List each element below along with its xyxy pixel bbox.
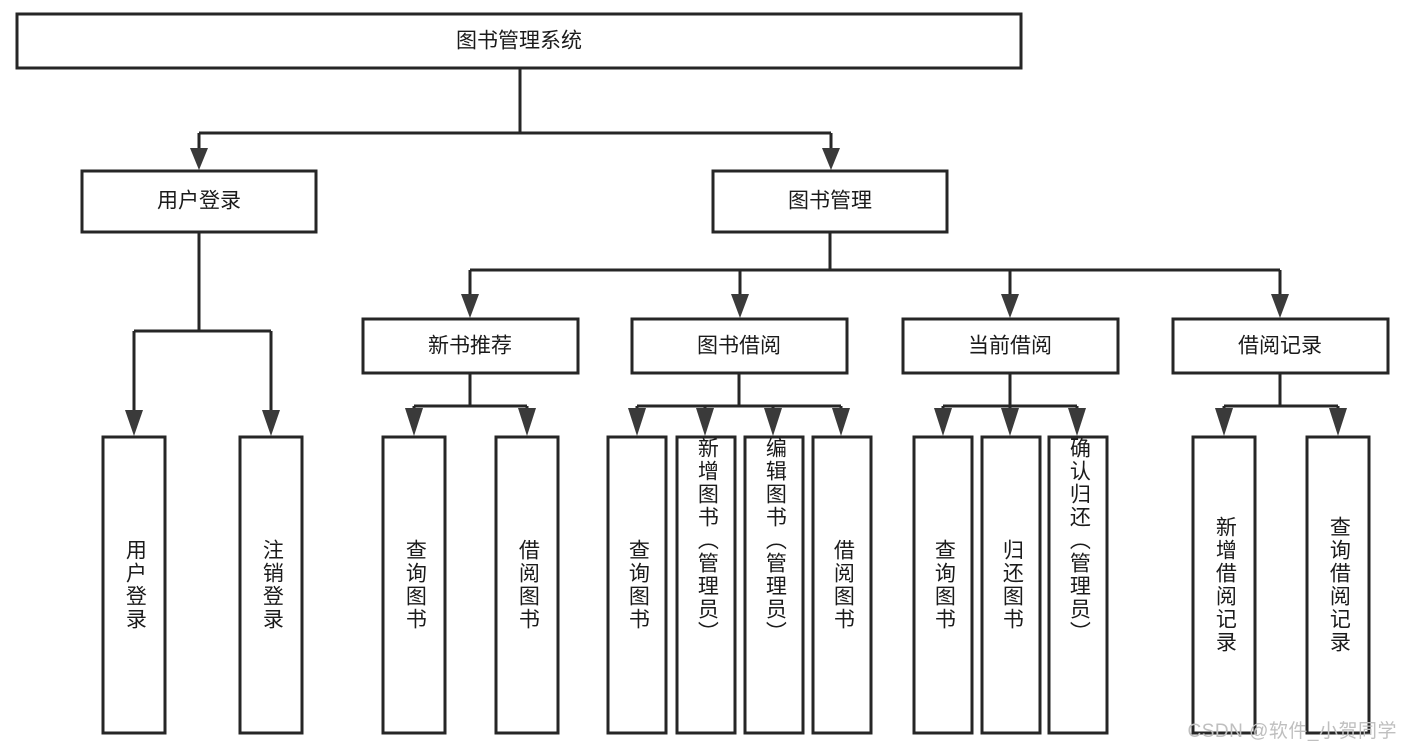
node-root-box: [15, 12, 1023, 70]
node-borrow-record-box: [1171, 317, 1390, 375]
node-new-book-recommend-box: [361, 317, 580, 375]
connector-root-to-level2: [190, 68, 840, 170]
arrow-head-book-borrow: [731, 294, 749, 318]
node-new-book-recommend[interactable]: 新书推荐: [361, 317, 580, 375]
arrow-head-leaf-user-login-0: [125, 410, 143, 436]
leaf-box-nbr-0[interactable]: [381, 435, 447, 735]
connector-user-login-to-leaves: [125, 232, 280, 436]
arrow-head-leaf-bb-0: [628, 408, 646, 436]
watermark-text: CSDN @软件_小贺同学: [1187, 721, 1397, 742]
leaf-box-user-login-1[interactable]: [238, 435, 304, 735]
leaf-box-nbr-1[interactable]: [494, 435, 560, 735]
arrow-head-current-borrow: [1001, 294, 1019, 318]
leaf-box-bb-2[interactable]: [743, 435, 805, 735]
node-book-management-box: [711, 169, 949, 234]
node-user-login[interactable]: 用户登录: [80, 169, 318, 234]
arrow-head-leaf-cb-1: [1001, 408, 1019, 436]
leaf-box-br-1[interactable]: [1305, 435, 1371, 735]
arrow-head-leaf-nbr-0: [405, 408, 423, 436]
node-book-borrow-label: 图书借阅: [697, 335, 781, 358]
arrow-head-book-management: [822, 148, 840, 170]
leaf-box-cb-2[interactable]: [1047, 435, 1109, 735]
node-current-borrow-box: [901, 317, 1120, 375]
arrow-head-leaf-bb-1: [696, 408, 714, 436]
leaf-box-bb-3[interactable]: [811, 435, 873, 735]
leaf-box-bb-1[interactable]: [675, 435, 737, 735]
node-user-login-label: 用户登录: [157, 190, 241, 213]
node-book-borrow[interactable]: 图书借阅: [630, 317, 849, 375]
arrow-head-leaf-br-1: [1329, 408, 1347, 436]
arrow-head-new-book-recommend: [461, 294, 479, 318]
arrow-head-leaf-cb-2: [1068, 408, 1086, 436]
leaf-box-user-login-0[interactable]: [101, 435, 167, 735]
leaf-box-cb-0[interactable]: [912, 435, 974, 735]
connector-borrow-record-to-leaves: [1215, 373, 1347, 436]
connector-book-management-to-level3: [461, 232, 1289, 318]
node-root-label: 图书管理系统: [456, 30, 582, 53]
node-current-borrow-label: 当前借阅: [968, 335, 1052, 358]
arrow-head-leaf-bb-3: [832, 408, 850, 436]
arrow-head-leaf-bb-2: [764, 408, 782, 436]
node-borrow-record[interactable]: 借阅记录: [1171, 317, 1390, 375]
node-root[interactable]: 图书管理系统: [15, 12, 1023, 70]
node-book-borrow-box: [630, 317, 849, 375]
arrow-head-user-login: [190, 148, 208, 170]
node-book-management[interactable]: 图书管理: [711, 169, 949, 234]
connector-new-book-recommend-to-leaves: [405, 373, 536, 436]
connector-current-borrow-to-leaves: [934, 373, 1086, 436]
node-current-borrow[interactable]: 当前借阅: [901, 317, 1120, 375]
arrow-head-leaf-br-0: [1215, 408, 1233, 436]
node-borrow-record-label: 借阅记录: [1238, 335, 1322, 358]
leaf-box-br-0[interactable]: [1191, 435, 1257, 735]
arrow-head-borrow-record: [1271, 294, 1289, 318]
connector-book-borrow-to-leaves: [628, 373, 850, 436]
node-new-book-recommend-label: 新书推荐: [428, 335, 512, 358]
arrow-head-leaf-user-login-1: [262, 410, 280, 436]
leaf-box-cb-1[interactable]: [980, 435, 1042, 735]
node-book-management-label: 图书管理: [788, 190, 872, 213]
arrow-head-leaf-cb-0: [934, 408, 952, 436]
leaf-box-bb-0[interactable]: [606, 435, 668, 735]
arrow-head-leaf-nbr-1: [518, 408, 536, 436]
